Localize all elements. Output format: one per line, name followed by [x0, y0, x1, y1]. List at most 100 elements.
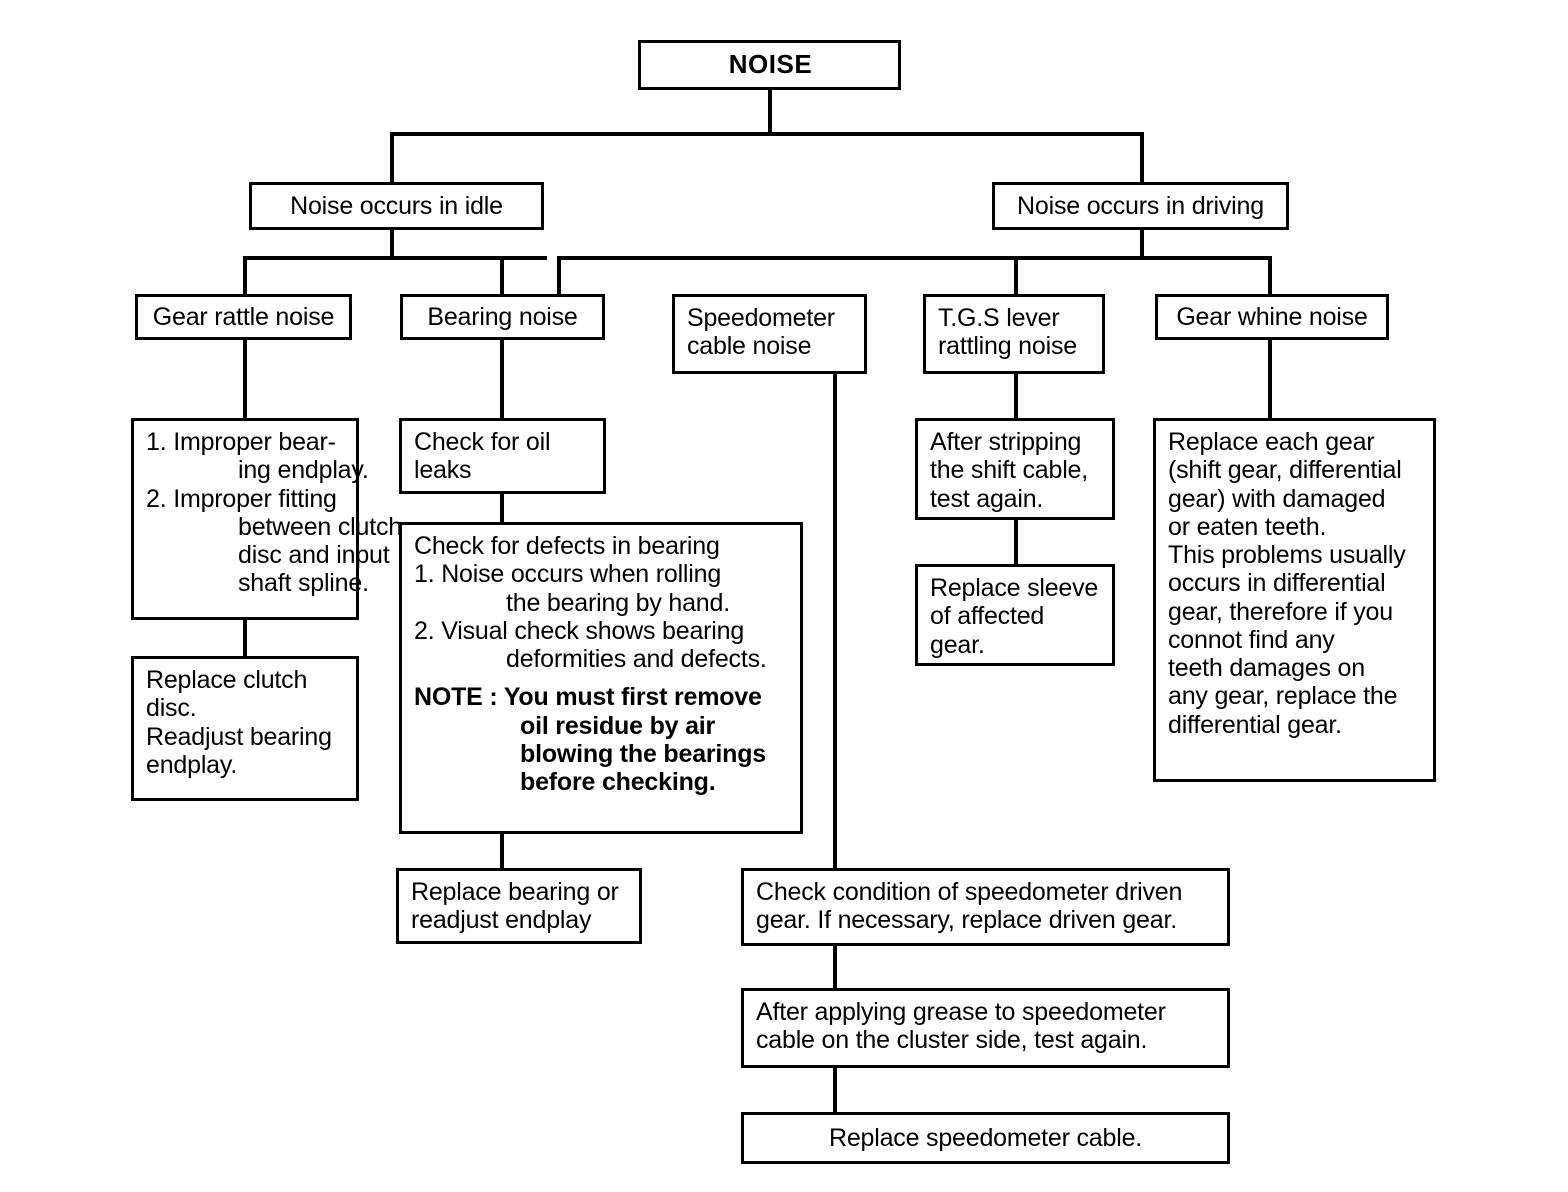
connector-tgs-to-step1	[1014, 374, 1018, 418]
replace-sleeve-line2: of affected	[930, 602, 1045, 631]
check-oil-leaks-line1: Check for oil	[414, 428, 551, 456]
node-apply-grease-speedo-cable[interactable]: After applying grease to speedometer cab…	[741, 988, 1230, 1068]
check-bearing-defects-item2-line2: deformities and defects.	[506, 645, 767, 673]
replace-gears-line1: Replace each gear	[1168, 428, 1375, 456]
check-bearing-defects-heading: Check for defects in bearing	[414, 532, 720, 560]
tgs-strip-shift-cable-line1: After stripping	[930, 428, 1082, 456]
node-check-bearing-defects[interactable]: Check for defects in bearing 1. Noise oc…	[399, 522, 803, 834]
node-gear-rattle-noise[interactable]: Gear rattle noise	[135, 294, 352, 340]
connector-idle-to-gear-rattle	[243, 256, 247, 296]
gear-rattle-cause-2-line1: 2. Improper fitting	[146, 484, 337, 513]
node-tgs-lever-rattling-noise[interactable]: T.G.S lever rattling noise	[923, 294, 1105, 374]
connector-root-to-driving	[1140, 132, 1144, 182]
connector-idle-to-bearing	[500, 256, 504, 296]
replace-gears-line4: or eaten teeth.	[1168, 512, 1327, 541]
gear-rattle-cause-2-line3: disc and input	[238, 541, 390, 569]
bearing-note-line1: NOTE : You must first remove	[414, 683, 790, 711]
replace-clutch-disc-line3: Readjust bearing	[146, 722, 332, 751]
node-replace-bearing[interactable]: Replace bearing or readjust endplay	[396, 868, 642, 944]
gear-rattle-cause-2-line2: between clutch	[238, 512, 402, 541]
node-check-oil-leaks[interactable]: Check for oil leaks	[399, 418, 606, 494]
node-noise-root[interactable]: NOISE	[638, 40, 901, 90]
node-bearing-noise-label: Bearing noise	[427, 302, 578, 331]
node-speedometer-cable-noise[interactable]: Speedometer cable noise	[672, 294, 867, 374]
node-replace-speedo-cable[interactable]: Replace speedometer cable.	[741, 1112, 1230, 1164]
check-oil-leaks-line2: leaks	[414, 456, 472, 485]
replace-gears-line5: This problems usually	[1168, 541, 1406, 569]
apply-grease-speedo-cable-line2: cable on the cluster side, test again.	[756, 1026, 1148, 1055]
replace-sleeve-line1: Replace sleeve	[930, 574, 1099, 602]
connector-root-bus	[390, 132, 1144, 136]
replace-bearing-line1: Replace bearing or	[411, 878, 619, 906]
replace-bearing-line2: readjust endplay	[411, 906, 592, 935]
replace-gears-line6: occurs in differential	[1168, 569, 1386, 598]
replace-gears-line11: differential gear.	[1168, 710, 1342, 739]
check-bearing-defects-item1-line1: 1. Noise occurs when rolling	[414, 560, 722, 589]
node-noise-root-label: NOISE	[728, 49, 813, 80]
node-replace-gears[interactable]: Replace each gear (shift gear, different…	[1153, 418, 1436, 782]
replace-gears-line9: teeth damages on	[1168, 654, 1365, 682]
node-noise-idle[interactable]: Noise occurs in idle	[249, 182, 544, 230]
node-replace-sleeve[interactable]: Replace sleeve of affected gear.	[915, 564, 1115, 666]
connector-oil-to-defects	[500, 494, 504, 522]
node-noise-idle-label: Noise occurs in idle	[290, 191, 503, 220]
connector-tgs-step1-to-step2	[1014, 520, 1018, 564]
replace-clutch-disc-line4: endplay.	[146, 750, 238, 779]
replace-clutch-disc-line2: disc.	[146, 694, 197, 723]
node-check-speedo-driven-gear[interactable]: Check condition of speedometer driven ge…	[741, 868, 1230, 946]
connector-driving-bus	[557, 256, 1272, 260]
replace-gears-line3: gear) with damaged	[1168, 484, 1386, 513]
node-tgs-lever-rattling-noise-line1: T.G.S lever	[938, 304, 1060, 332]
node-gear-rattle-causes[interactable]: 1. Improper bear- ing endplay. 2. Improp…	[131, 418, 402, 620]
replace-gears-line10: any gear, replace the	[1168, 682, 1398, 711]
node-tgs-lever-rattling-noise-line2: rattling noise	[938, 332, 1077, 361]
check-speedo-driven-gear-line1: Check condition of speedometer driven	[756, 878, 1183, 906]
replace-clutch-disc-line1: Replace clutch	[146, 666, 308, 694]
bearing-note-line2: oil residue by air	[520, 711, 716, 740]
connector-idle-stem	[390, 228, 394, 258]
check-bearing-defects-item1-line2: the bearing by hand.	[506, 588, 730, 617]
replace-speedo-cable-line1: Replace speedometer cable.	[828, 1123, 1143, 1152]
gear-rattle-cause-1-line2: ing endplay.	[238, 456, 369, 485]
connector-speedo2-to-speedo3	[833, 1068, 837, 1112]
node-tgs-strip-shift-cable[interactable]: After stripping the shift cable, test ag…	[915, 418, 1115, 520]
bearing-note-text1: You must first remove	[503, 683, 762, 712]
bearing-note-label: NOTE :	[414, 683, 504, 712]
replace-gears-line2: (shift gear, differential	[1168, 456, 1402, 485]
node-gear-whine-noise[interactable]: Gear whine noise	[1155, 294, 1389, 340]
node-gear-rattle-noise-label: Gear rattle noise	[152, 302, 335, 331]
connector-driving-to-speedometer	[557, 256, 561, 296]
node-speedometer-cable-noise-line1: Speedometer	[687, 304, 835, 332]
tgs-strip-shift-cable-line2: the shift cable,	[930, 456, 1089, 485]
connector-driving-stem	[1140, 228, 1144, 258]
connector-defects-to-replace-bearing	[500, 834, 504, 868]
apply-grease-speedo-cable-line1: After applying grease to speedometer	[756, 998, 1166, 1026]
replace-sleeve-line3: gear.	[930, 630, 985, 659]
connector-gear-whine-to-action	[1268, 340, 1272, 418]
bearing-note-line4: before checking.	[520, 768, 716, 796]
node-noise-driving-label: Noise occurs in driving	[1017, 191, 1264, 220]
node-speedometer-cable-noise-line2: cable noise	[687, 332, 812, 361]
node-replace-clutch-disc[interactable]: Replace clutch disc. Readjust bearing en…	[131, 656, 359, 801]
replace-gears-line8: connot find any	[1168, 625, 1335, 654]
node-bearing-noise[interactable]: Bearing noise	[400, 294, 605, 340]
connector-driving-to-gear-whine	[1268, 256, 1272, 296]
connector-speedo1-to-speedo2	[833, 946, 837, 988]
check-speedo-driven-gear-line2: gear. If necessary, replace driven gear.	[756, 906, 1177, 935]
connector-root-stem	[768, 88, 772, 134]
gear-rattle-cause-2-line4: shaft spline.	[238, 569, 369, 598]
node-gear-whine-noise-label: Gear whine noise	[1176, 302, 1368, 331]
gear-rattle-cause-1-line1: 1. Improper bear-	[146, 428, 336, 456]
connector-speedometer-long	[833, 374, 837, 868]
connector-idle-bus	[243, 256, 547, 260]
connector-driving-to-tgs	[1014, 256, 1018, 296]
bearing-note-line3: blowing the bearings	[520, 739, 767, 768]
connector-causes-to-replace-clutch	[243, 620, 247, 656]
check-bearing-defects-item2-line1: 2. Visual check shows bearing	[414, 616, 745, 645]
connector-gear-rattle-to-causes	[243, 340, 247, 418]
node-noise-driving[interactable]: Noise occurs in driving	[992, 182, 1289, 230]
connector-bearing-to-oil	[500, 340, 504, 418]
tgs-strip-shift-cable-line3: test again.	[930, 484, 1044, 513]
connector-root-to-idle	[390, 132, 394, 182]
